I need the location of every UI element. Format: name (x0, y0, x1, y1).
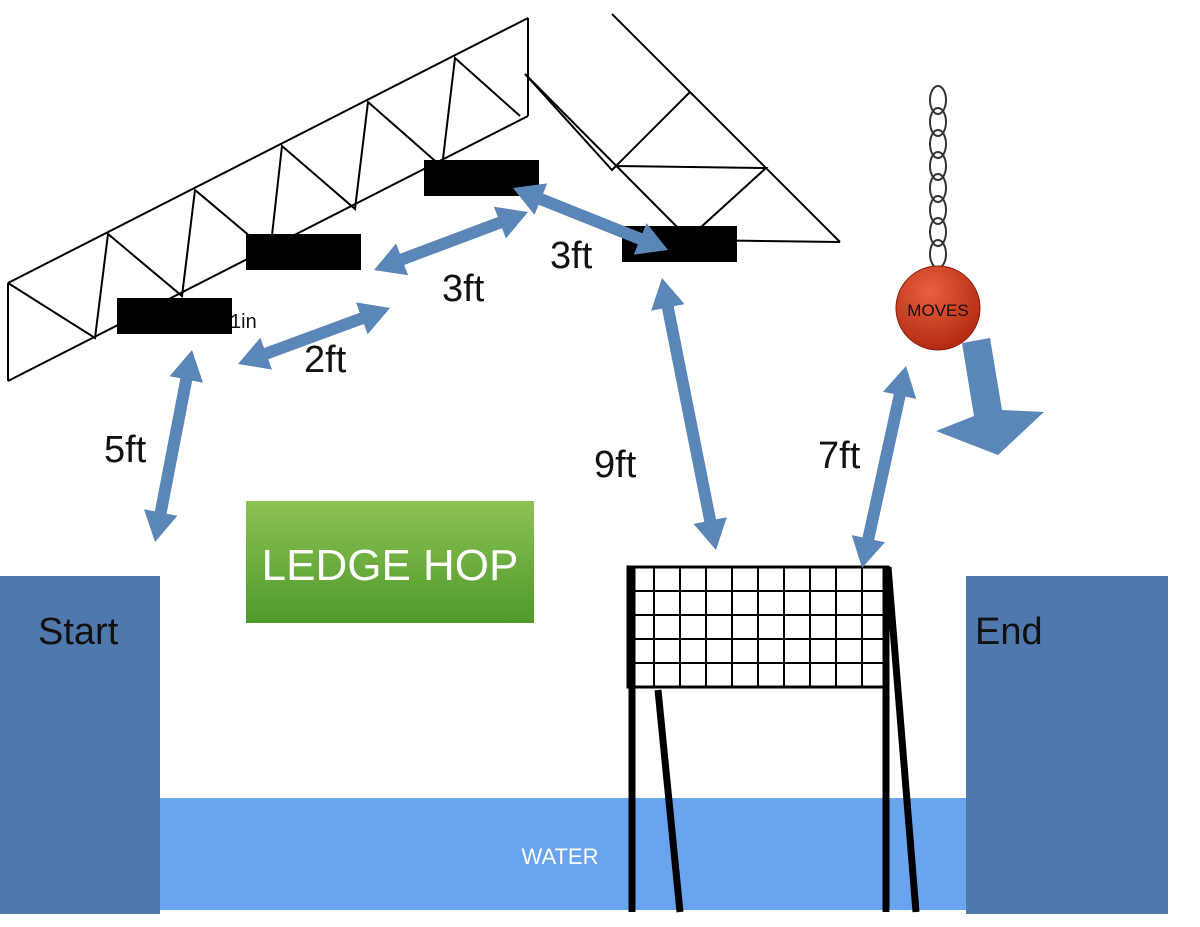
distance-label-7ft: 7ft (818, 435, 861, 477)
arrow-ledge1-to-ledge2 (238, 302, 390, 370)
arrow-ledge2-to-ledge3 (374, 206, 528, 276)
ball-label: MOVES (907, 301, 968, 320)
start-label: Start (38, 611, 119, 653)
arrow-net-to-ball (851, 366, 917, 568)
water-pool (160, 798, 966, 910)
chain-link (929, 129, 947, 159)
left-truss (7, 17, 529, 382)
chain-link (929, 239, 947, 269)
distance-label-1in: 1in (230, 311, 257, 333)
cargo-net (626, 565, 920, 913)
distance-label-3ft-a: 3ft (442, 268, 485, 310)
start-platform (0, 576, 160, 914)
end-platform (966, 576, 1168, 914)
distance-label-3ft-b: 3ft (550, 235, 593, 277)
chain (929, 85, 947, 269)
arrow-start-to-ledge1 (144, 350, 203, 542)
title-text: LEDGE HOP (262, 541, 519, 590)
chain-link (929, 107, 947, 137)
chain-link (929, 217, 947, 247)
title-box (246, 501, 534, 623)
chain-link (929, 195, 947, 225)
chain-link (929, 151, 947, 181)
distance-label-2ft: 2ft (304, 339, 347, 381)
wrecking-ball (895, 265, 981, 351)
chain-link (929, 85, 947, 115)
ledge-2 (246, 234, 361, 270)
arrow-ledge4-to-net (651, 278, 727, 550)
chain-link (929, 173, 947, 203)
distance-arrows (144, 183, 917, 568)
arrow-ledge3-to-ledge4 (513, 183, 668, 255)
water-label: WATER (522, 844, 599, 869)
ledge-1 (117, 298, 232, 334)
distance-label-9ft: 9ft (594, 444, 637, 486)
end-label: End (975, 611, 1043, 653)
ball-direction-arrow (936, 338, 1044, 455)
distance-label-5ft: 5ft (104, 429, 147, 471)
